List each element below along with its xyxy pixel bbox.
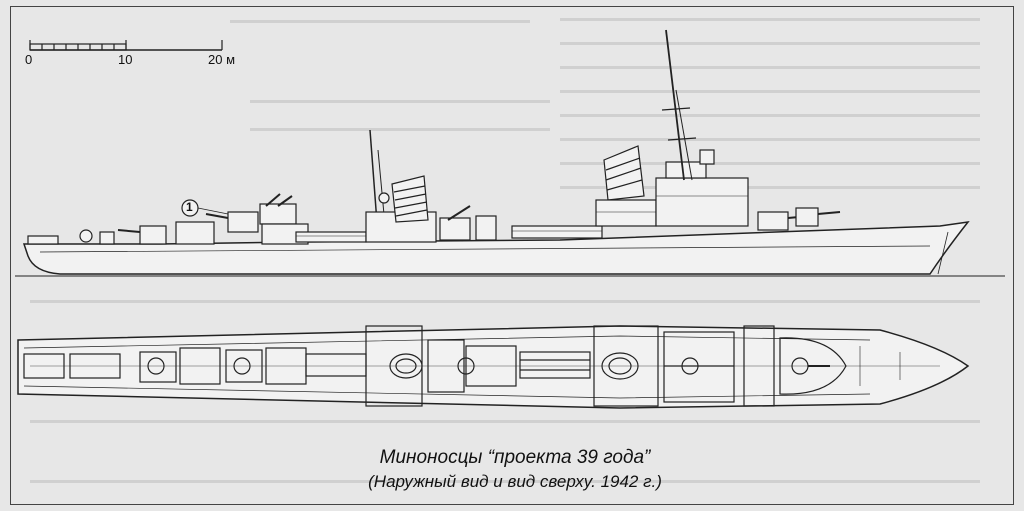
scale-tick-10: 10	[118, 52, 133, 67]
page-frame	[10, 6, 1014, 505]
scale-tick-20: 20 м	[208, 52, 236, 67]
callout-number: 1	[186, 200, 193, 214]
top-view	[17, 325, 970, 409]
scale-bar	[29, 40, 223, 51]
caption-subtitle: (Наружный вид и вид сверху. 1942 г.)	[368, 472, 662, 491]
caption-title: Миноносцы “проекта 39 года”	[379, 447, 651, 468]
scale-tick-0: 0	[25, 52, 33, 67]
side-view	[15, 29, 1005, 277]
figure-caption: Миноносцы “проекта 39 года” (Наружный ви…	[300, 446, 730, 494]
